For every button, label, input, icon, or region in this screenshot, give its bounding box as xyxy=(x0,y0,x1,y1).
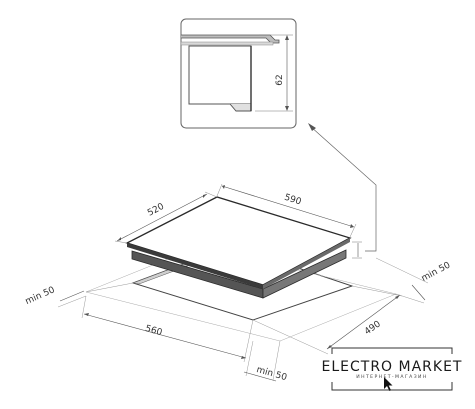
dim-label-590: 590 xyxy=(283,193,303,208)
hob-glass-edge-front xyxy=(127,243,263,289)
dim-560: 560 xyxy=(81,295,254,363)
dim-min-50-left: min 50 xyxy=(24,282,134,308)
dim-label-62: 62 xyxy=(275,74,285,85)
hob-unit xyxy=(125,196,352,299)
detail-arrow-bottom xyxy=(285,106,289,111)
watermark-logo: ELECTRO MARKET ИНТЕРНЕТ-МАГАЗИН xyxy=(322,347,463,391)
dim-label-560: 560 xyxy=(144,324,164,338)
hob-body-side xyxy=(262,249,347,299)
dim-label-490: 490 xyxy=(363,319,383,337)
dim-label-min-50-right: min 50 xyxy=(420,260,453,284)
dim-label-min-50-bottom: min 50 xyxy=(255,365,288,383)
leader-arrow-icon xyxy=(308,123,316,131)
logo-bracket-top xyxy=(331,347,453,354)
hob-glass-edge-side xyxy=(263,238,350,289)
detail-inset: 62 xyxy=(180,18,297,129)
detail-leader-line xyxy=(309,125,377,252)
detail-hob-body xyxy=(188,45,252,105)
dim-label-min-50-left: min 50 xyxy=(24,285,57,307)
dim-label-520: 520 xyxy=(146,202,166,219)
dim-min-50-right: min 50 xyxy=(375,257,453,304)
cursor-arrow-icon xyxy=(384,377,393,391)
dim-line-490 xyxy=(326,294,401,350)
detail-arrow-top xyxy=(285,35,289,40)
detail-worktop-lip xyxy=(181,34,280,44)
hob-height-marks xyxy=(352,241,362,259)
dim-490: 490 xyxy=(252,285,403,355)
dim-line-590 xyxy=(221,185,355,228)
dim-min-50-bottom: min 50 xyxy=(243,340,288,383)
detail-hob-glass xyxy=(180,41,274,46)
dim-line-520 xyxy=(116,193,208,242)
logo-bracket-bottom xyxy=(331,382,453,391)
dim-line-560 xyxy=(83,313,247,359)
logo-subtitle: ИНТЕРНЕТ-МАГАЗИН xyxy=(356,374,427,380)
logo-brand: ELECTRO MARKET xyxy=(322,359,463,375)
